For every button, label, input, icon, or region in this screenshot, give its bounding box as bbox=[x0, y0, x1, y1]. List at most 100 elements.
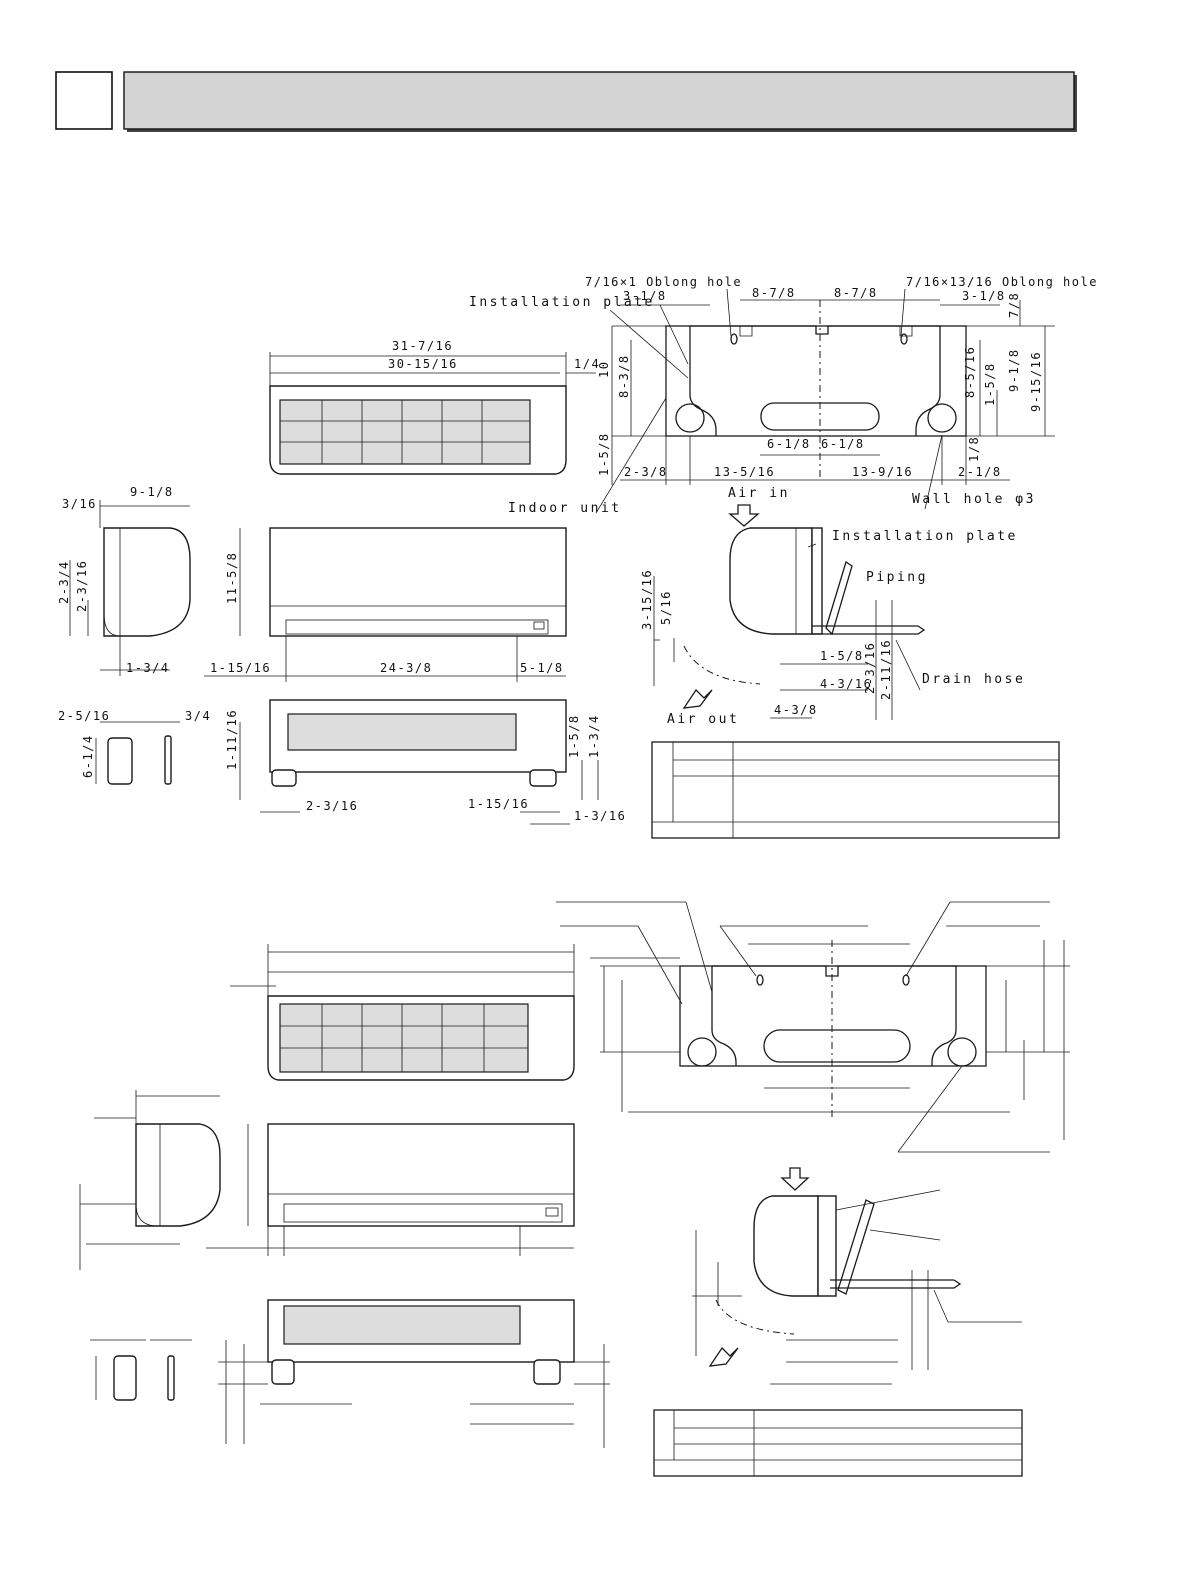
dim-plate-height-left: 10 bbox=[597, 361, 611, 378]
dim-remote-w: 2-5/16 bbox=[58, 709, 110, 723]
dim-pipe-h2: 5/16 bbox=[659, 590, 673, 625]
oblong-hole-right bbox=[900, 333, 908, 345]
remote2-front bbox=[113, 1355, 137, 1401]
plate2-outline bbox=[679, 965, 987, 1067]
dim-bottom-r1: 1-15/16 bbox=[468, 797, 529, 811]
wall-hole-right bbox=[927, 403, 957, 433]
label-wall-hole: Wall hole φ3 bbox=[912, 492, 1036, 507]
piping-line bbox=[825, 560, 853, 636]
bottom2-foot-right bbox=[533, 1359, 561, 1385]
bottom-view-2 bbox=[218, 1299, 610, 1448]
dim-pipe-w1: 1-5/8 bbox=[820, 649, 864, 663]
air-out-arrow bbox=[682, 688, 713, 709]
bottom-view-foot-left bbox=[271, 769, 297, 787]
dim-plate-right: 3-1/8 bbox=[962, 289, 1006, 303]
diagram-2 bbox=[79, 901, 1070, 1477]
dim-bottom-r2: 1-3/16 bbox=[574, 809, 626, 823]
top-view: 31-7/16 30-15/16 1/4 bbox=[269, 339, 600, 475]
dim-side-front: 3/16 bbox=[62, 497, 97, 511]
front2-outlet bbox=[283, 1203, 563, 1223]
piping2-unit bbox=[753, 1195, 819, 1297]
plate2-center-slot bbox=[763, 1029, 911, 1063]
piping-view-2 bbox=[692, 1167, 1022, 1385]
remote-front bbox=[107, 737, 133, 785]
dim-side-bottom: 1-3/4 bbox=[126, 661, 170, 675]
side2-body bbox=[135, 1123, 221, 1227]
remote-controller: 2-5/16 3/4 6-1/4 bbox=[58, 709, 211, 785]
dim-plate-inner-left: 8-3/8 bbox=[617, 354, 631, 398]
dim-side-h1: 2-3/4 bbox=[57, 560, 71, 604]
section-header bbox=[55, 71, 1077, 132]
piping-unit-back bbox=[811, 527, 823, 635]
dim-front-left: 1-15/16 bbox=[210, 661, 271, 675]
front-view-outlet bbox=[285, 619, 549, 635]
bottom2-foot-left bbox=[271, 1359, 295, 1385]
front2-indicator bbox=[545, 1207, 559, 1217]
dim-plate-left: 3-1/8 bbox=[623, 289, 667, 303]
dim-front-height: 11-5/8 bbox=[225, 552, 239, 604]
label-drain-hose: Drain hose bbox=[922, 672, 1025, 687]
dim-remote-h: 6-1/4 bbox=[81, 734, 95, 778]
spec-table-1 bbox=[651, 741, 1060, 839]
bottom-view-vent bbox=[287, 713, 517, 751]
bottom-view-foot-right bbox=[529, 769, 557, 787]
dim-pipe-h1: 3-15/16 bbox=[640, 569, 654, 630]
dim-bottom-h: 1-11/16 bbox=[225, 709, 239, 770]
dim-bottom-v1: 1-5/8 bbox=[567, 714, 581, 758]
dim-front-right: 5-1/8 bbox=[520, 661, 564, 675]
side-view-2 bbox=[79, 1090, 221, 1270]
dim-top-body: 30-15/16 bbox=[388, 357, 458, 371]
top-view-grille-lines bbox=[280, 400, 530, 464]
spec-table-2 bbox=[653, 1409, 1023, 1477]
dim-pipe-w3: 4-3/8 bbox=[774, 703, 818, 717]
dim-remote-d: 3/4 bbox=[185, 709, 211, 723]
air-out-arc bbox=[683, 645, 761, 685]
remote2-side bbox=[167, 1355, 175, 1401]
label-installation-plate-side: Installation plate bbox=[832, 529, 1018, 544]
remote-side bbox=[164, 735, 172, 785]
plate-body bbox=[689, 325, 941, 436]
dim-plate-center-left: 6-1/8 bbox=[767, 437, 811, 451]
front-view-body bbox=[269, 527, 567, 637]
dim-plate-bottom-2: 13-5/16 bbox=[714, 465, 775, 479]
dim-plate-r-e: 1/8 bbox=[967, 436, 981, 462]
piping2-unit-back bbox=[817, 1195, 837, 1297]
installation-plate-view-2 bbox=[556, 901, 1070, 1153]
front-view-2 bbox=[206, 1123, 575, 1256]
dim-pipe-v1: 2-3/16 bbox=[863, 642, 877, 694]
label-indoor-unit: Indoor unit bbox=[508, 501, 622, 516]
front-view: 11-5/8 1-15/16 24-3/8 5-1/8 bbox=[204, 527, 567, 682]
oblong-hole-left bbox=[730, 333, 738, 345]
drain-hose-line bbox=[812, 625, 926, 635]
bottom-view: 1-11/16 2-3/16 1-15/16 1-3/16 1-5/8 1-3/… bbox=[225, 699, 626, 825]
dim-plate-r-b: 1-5/8 bbox=[983, 362, 997, 406]
top2-grille bbox=[279, 1003, 529, 1073]
plate2-hole-right bbox=[947, 1037, 977, 1067]
section-number-box bbox=[55, 71, 113, 130]
dim-plate-bottom-4: 2-1/8 bbox=[958, 465, 1002, 479]
dim-plate-mid-left: 8-7/8 bbox=[752, 286, 796, 300]
top-view-2 bbox=[230, 944, 575, 1081]
diagram-1: 7/16×1 Oblong hole 7/16×13/16 Oblong hol… bbox=[57, 275, 1098, 839]
dim-bottom-left: 2-3/16 bbox=[306, 799, 358, 813]
air-in-arrow bbox=[728, 504, 760, 527]
label-installation-plate-top: Installation plate bbox=[469, 295, 655, 310]
dim-plate-r-c: 9-1/8 bbox=[1007, 348, 1021, 392]
top-view-grille bbox=[279, 399, 531, 465]
dim-plate-r-top: 7/8 bbox=[1007, 292, 1021, 318]
plate-outline bbox=[665, 325, 967, 437]
bottom2-vent bbox=[283, 1305, 521, 1345]
piping-view: Air in Installation plate Piping Drain h… bbox=[640, 486, 1025, 727]
side-view-body bbox=[103, 527, 191, 637]
dim-plate-bottom-3: 13-9/16 bbox=[852, 465, 913, 479]
dim-pipe-v2: 2-11/16 bbox=[879, 639, 893, 700]
front-view-indicator bbox=[533, 621, 545, 630]
plate2-oblong-right bbox=[902, 974, 910, 986]
dim-top-right: 1/4 bbox=[574, 357, 600, 371]
dim-plate-r-a: 8-5/16 bbox=[963, 346, 977, 398]
label-oblong-hole-right: 7/16×13/16 Oblong hole bbox=[906, 275, 1098, 289]
dim-plate-r-d: 9-15/16 bbox=[1029, 351, 1043, 412]
dim-side-h2: 2-3/16 bbox=[75, 560, 89, 612]
dim-plate-center-right: 6-1/8 bbox=[821, 437, 865, 451]
